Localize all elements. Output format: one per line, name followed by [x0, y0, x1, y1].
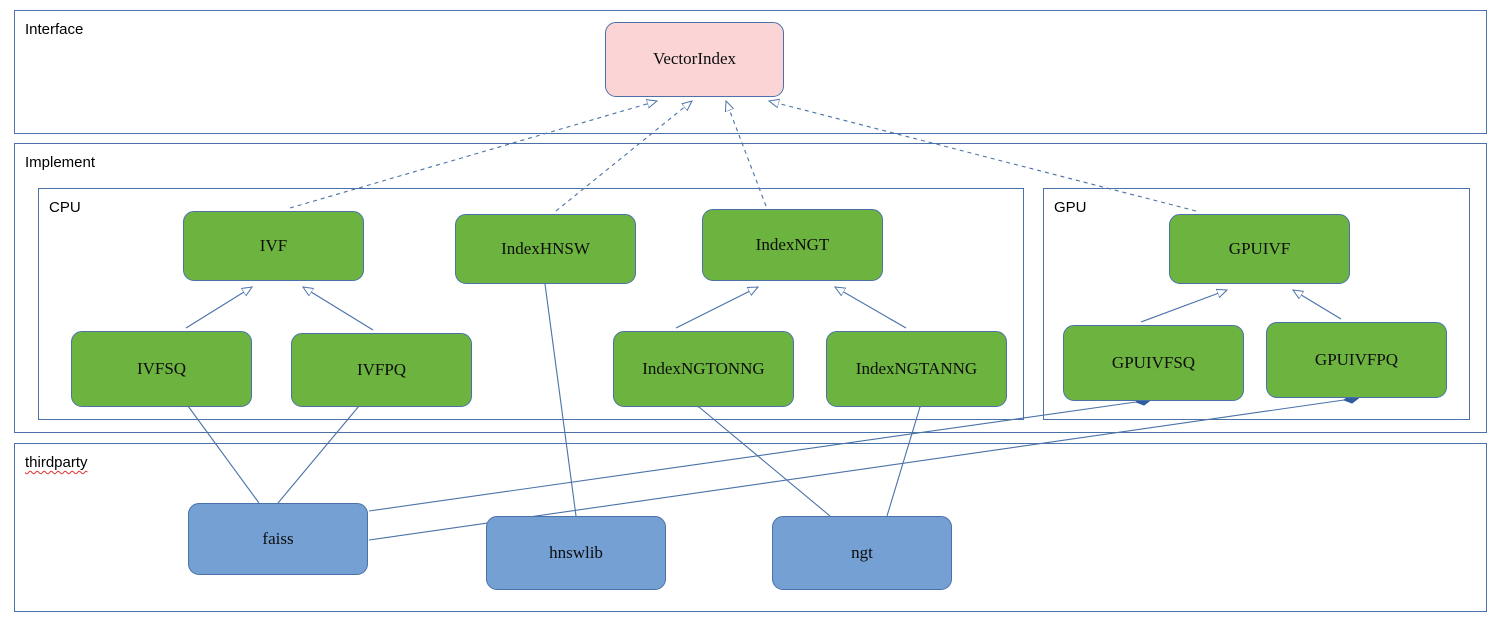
node-gpuivf[interactable]: GPUIVF: [1169, 214, 1350, 284]
node-label-ngt: ngt: [851, 542, 873, 562]
node-label-gpuivf: GPUIVF: [1228, 238, 1291, 258]
node-label-indexhnsw: IndexHNSW: [501, 238, 590, 258]
group-label-interface: Interface: [25, 21, 84, 38]
node-label-gpuivfpq: GPUIVFPQ: [1314, 349, 1399, 369]
node-label-indexngtonng: IndexNGTONNG: [642, 358, 765, 378]
node-label-gpuivfsq: GPUIVFSQ: [1111, 352, 1196, 372]
node-indexngtonng[interactable]: IndexNGTONNG: [613, 331, 794, 407]
node-label-vectorindex: VectorIndex: [652, 49, 737, 69]
node-ivfsq[interactable]: IVFSQ: [71, 331, 252, 407]
group-label-cpu: CPU: [49, 199, 81, 216]
group-label-implement: Implement: [25, 154, 96, 171]
node-ngt[interactable]: ngt: [772, 516, 952, 590]
node-label-ivfpq: IVFPQ: [356, 359, 407, 379]
node-label-indexngt: IndexNGT: [755, 234, 830, 254]
node-label-faiss: faiss: [262, 528, 294, 548]
node-gpuivfsq[interactable]: GPUIVFSQ: [1063, 325, 1244, 401]
node-label-ivf: IVF: [259, 235, 288, 255]
node-indexngtanng[interactable]: IndexNGTANNG: [826, 331, 1007, 407]
node-label-indexngtanng: IndexNGTANNG: [855, 358, 978, 378]
node-label-ivfsq: IVFSQ: [136, 358, 187, 378]
node-gpuivfpq[interactable]: GPUIVFPQ: [1266, 322, 1447, 398]
node-ivfpq[interactable]: IVFPQ: [291, 333, 472, 407]
node-ivf[interactable]: IVF: [183, 211, 364, 281]
node-label-hnswlib: hnswlib: [549, 542, 603, 562]
node-indexngt[interactable]: IndexNGT: [702, 209, 883, 281]
node-faiss[interactable]: faiss: [188, 503, 368, 575]
node-indexhnsw[interactable]: IndexHNSW: [455, 214, 636, 284]
node-hnswlib[interactable]: hnswlib: [486, 516, 666, 590]
group-label-thirdparty: thirdparty: [25, 454, 88, 471]
node-vectorindex[interactable]: VectorIndex: [605, 22, 784, 97]
group-label-gpu: GPU: [1054, 199, 1087, 216]
